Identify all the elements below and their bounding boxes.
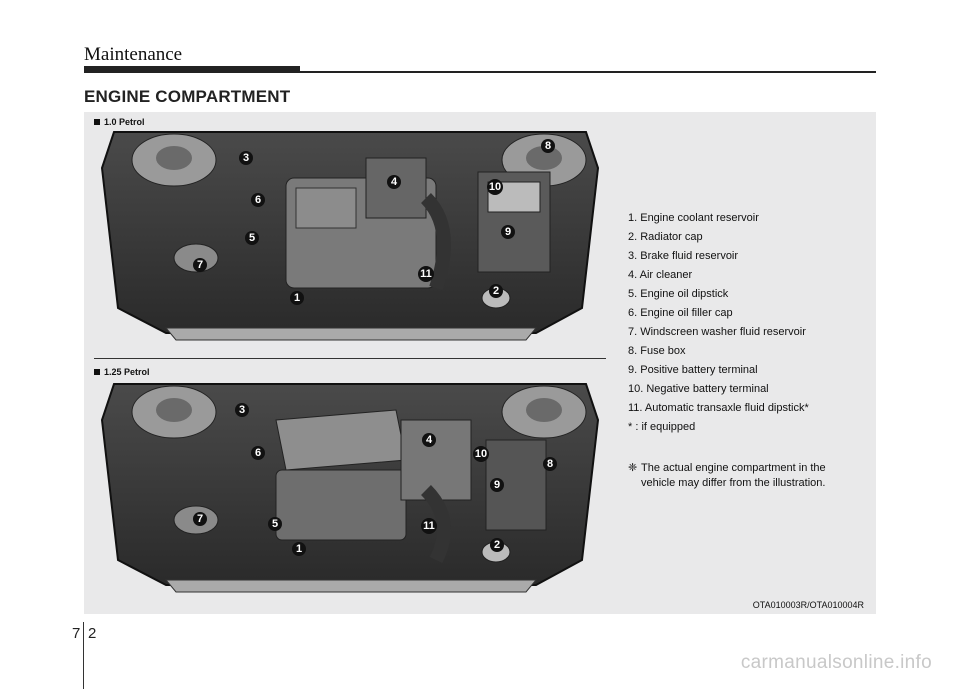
bullet-square-icon xyxy=(94,368,100,375)
chapter-title: Maintenance xyxy=(84,44,183,65)
figure-label-text: 1.0 Petrol xyxy=(104,117,145,127)
legend-item: 1. Engine coolant reservoir xyxy=(628,212,759,224)
callout-10: 10 xyxy=(489,181,501,193)
figure-label-text: 1.25 Petrol xyxy=(104,367,150,377)
legend-item: 10. Negative battery terminal xyxy=(628,383,769,395)
callout-5: 5 xyxy=(272,518,278,530)
bullet-square-icon xyxy=(94,118,100,125)
legend-item: 3. Brake fluid reservoir xyxy=(628,250,739,262)
callout-6: 6 xyxy=(255,194,261,206)
callout-9: 9 xyxy=(494,479,500,491)
legend-item: 7. Windscreen washer fluid reservoir xyxy=(628,326,806,338)
legend-item: 9. Positive battery terminal xyxy=(628,364,758,376)
page-number: 2 xyxy=(88,625,97,642)
callout-10: 10 xyxy=(475,448,487,460)
callout-2: 2 xyxy=(494,539,500,551)
legend-footnote: * : if equipped xyxy=(628,421,696,433)
figure-code: OTA010003R/OTA010004R xyxy=(752,600,864,610)
figure-label-2: 1.25 Petrol xyxy=(94,367,150,377)
callout-11: 11 xyxy=(420,268,432,280)
callout-1: 1 xyxy=(296,543,302,555)
legend-item: 5. Engine oil dipstick xyxy=(628,288,729,300)
chapter-number: 7 xyxy=(72,625,81,642)
legend-item: 8. Fuse box xyxy=(628,345,686,357)
callout-3: 3 xyxy=(239,404,245,416)
callouts-figure-2: 1 2 3 4 5 6 7 8 9 10 11 xyxy=(193,403,557,556)
legend-item: 4. Air cleaner xyxy=(628,269,693,281)
header-rule-thin xyxy=(300,71,876,73)
disclaimer-note: ❈The actual engine compartment in the ve… xyxy=(628,461,868,491)
callout-9: 9 xyxy=(505,226,511,238)
legend-item: 2. Radiator cap xyxy=(628,231,703,243)
callout-4: 4 xyxy=(391,176,398,188)
section-title: ENGINE COMPARTMENT xyxy=(84,87,291,106)
callout-8: 8 xyxy=(545,140,551,152)
engine-illustration-2: 1 2 3 4 5 6 7 8 9 10 11 xyxy=(100,383,600,593)
engine-illustration-1: 1 2 3 4 5 6 7 8 9 10 11 xyxy=(100,131,600,341)
callouts-figure-1: 1 2 3 4 5 6 7 8 9 10 11 xyxy=(193,139,555,305)
component-legend: 1. Engine coolant reservoir 2. Radiator … xyxy=(628,209,809,437)
callout-8: 8 xyxy=(547,458,553,470)
callout-7: 7 xyxy=(197,259,203,271)
note-line-2: vehicle may differ from the illustration… xyxy=(641,477,826,489)
callout-11: 11 xyxy=(423,520,435,532)
callout-1: 1 xyxy=(294,292,300,304)
figure-divider xyxy=(94,358,606,359)
figure-label-1: 1.0 Petrol xyxy=(94,117,145,127)
footer-divider xyxy=(83,622,84,689)
callout-4: 4 xyxy=(426,434,433,446)
callout-2: 2 xyxy=(493,285,499,297)
watermark: carmanualsonline.info xyxy=(740,652,932,673)
legend-item: 6. Engine oil filler cap xyxy=(628,307,733,319)
callout-3: 3 xyxy=(243,152,249,164)
legend-item: 11. Automatic transaxle fluid dipstick* xyxy=(628,402,809,414)
note-symbol: ❈ xyxy=(628,462,638,474)
note-line-1: The actual engine compartment in the xyxy=(641,462,826,474)
header-rule-thick xyxy=(84,66,300,73)
callout-7: 7 xyxy=(197,513,203,525)
callout-6: 6 xyxy=(255,447,261,459)
callout-5: 5 xyxy=(249,232,255,244)
